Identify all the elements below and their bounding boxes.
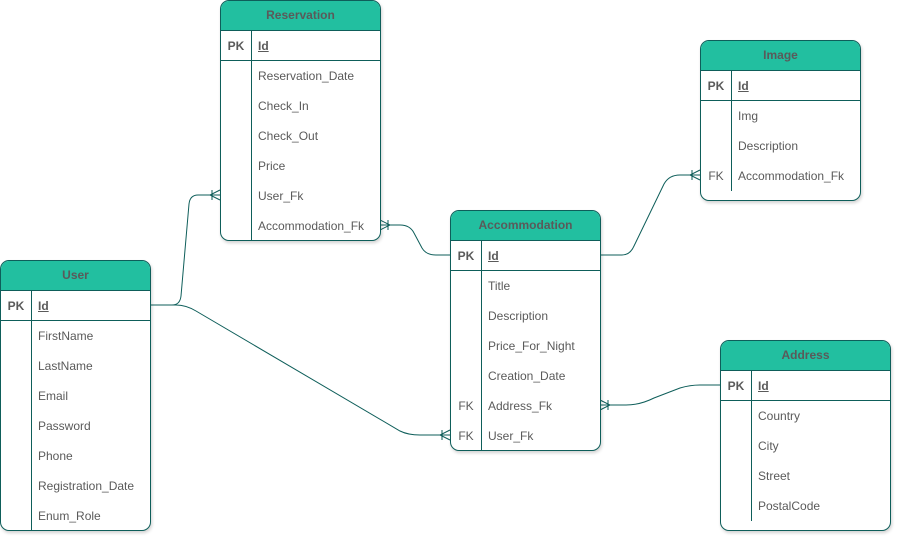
field-row[interactable]: Email: [1, 381, 150, 411]
field-name: Price: [258, 159, 286, 173]
field-row[interactable]: Price_For_Night: [451, 331, 600, 361]
primary-key-row[interactable]: PK Id: [221, 31, 380, 61]
field-row[interactable]: Price: [221, 151, 380, 181]
field-name: Creation_Date: [488, 369, 566, 383]
field-row[interactable]: Phone: [1, 441, 150, 471]
primary-key-row[interactable]: PK Id: [451, 241, 600, 271]
field-name: Check_In: [258, 99, 309, 113]
key-type-label: PK: [707, 79, 725, 93]
field-name: User_Fk: [258, 189, 304, 203]
field-row[interactable]: FK Accommodation_Fk: [701, 161, 860, 191]
connector-accommodation-address: [600, 384, 720, 406]
field-name: Title: [488, 279, 511, 293]
entity-title-image: Image: [701, 41, 860, 71]
crowfoot-many-accommodation-address: [599, 399, 612, 411]
field-name: Check_Out: [258, 129, 319, 143]
field-name: Id: [38, 299, 49, 313]
field-name: Id: [758, 379, 769, 393]
field-name: Description: [738, 139, 799, 153]
entity-title-reservation: Reservation: [221, 1, 380, 31]
field-row[interactable]: FirstName: [1, 321, 150, 351]
field-name: Description: [488, 309, 549, 323]
field-name: Img: [738, 109, 759, 123]
crowfoot-many-reservation-accommodation: [379, 219, 392, 231]
entity-title-user: User: [1, 261, 150, 291]
field-row[interactable]: Accommodation_Fk: [221, 211, 380, 240]
connector-user-reservation: [150, 194, 220, 306]
connector-accommodation-image: [600, 174, 700, 256]
primary-key-row[interactable]: PK Id: [721, 371, 890, 401]
field-row[interactable]: Title: [451, 271, 600, 301]
field-name: Enum_Role: [38, 509, 101, 523]
field-name: Id: [488, 249, 499, 263]
crowfoot-many-image-accommodation: [688, 169, 701, 181]
field-row[interactable]: User_Fk: [221, 181, 380, 211]
field-name: Password: [38, 419, 91, 433]
field-row[interactable]: Img: [701, 101, 860, 131]
field-name: Price_For_Night: [488, 339, 575, 353]
key-type-label: PK: [727, 379, 745, 393]
field-name: Country: [758, 409, 801, 423]
entity-title-address: Address: [721, 341, 890, 371]
crowfoot-many-reservation-user: [208, 189, 221, 201]
field-row[interactable]: LastName: [1, 351, 150, 381]
field-row[interactable]: City: [721, 431, 890, 461]
field-name: PostalCode: [758, 499, 821, 513]
primary-key-row[interactable]: PK Id: [701, 71, 860, 101]
field-name: City: [758, 439, 779, 453]
field-row[interactable]: Country: [721, 401, 890, 431]
key-type-label: FK: [458, 429, 474, 443]
entity-title-accommodation: Accommodation: [451, 211, 600, 241]
key-type-label: FK: [458, 399, 474, 413]
primary-key-row[interactable]: PK Id: [1, 291, 150, 321]
field-row[interactable]: Street: [721, 461, 890, 491]
field-name: Reservation_Date: [258, 69, 355, 83]
field-row[interactable]: Reservation_Date: [221, 61, 380, 91]
crowfoot-many-accommodation-user: [438, 429, 451, 441]
field-name: User_Fk: [488, 429, 534, 443]
connector-reservation-accommodation: [380, 224, 450, 256]
field-name: Email: [38, 389, 69, 403]
connector-user-accommodation: [150, 304, 450, 436]
field-row[interactable]: Password: [1, 411, 150, 441]
field-row[interactable]: Check_In: [221, 91, 380, 121]
field-row[interactable]: Description: [701, 131, 860, 161]
field-row[interactable]: PostalCode: [721, 491, 890, 521]
key-type-label: PK: [227, 39, 245, 53]
field-row[interactable]: FK User_Fk: [451, 421, 600, 450]
field-name: Id: [258, 39, 269, 53]
field-name: Street: [758, 469, 791, 483]
field-row[interactable]: Description: [451, 301, 600, 331]
field-name: Accommodation_Fk: [738, 169, 845, 183]
field-name: FirstName: [38, 329, 94, 343]
field-row[interactable]: Registration_Date: [1, 471, 150, 501]
field-name: Registration_Date: [38, 479, 135, 493]
key-type-label: FK: [708, 169, 724, 183]
field-name: Id: [738, 79, 749, 93]
key-type-label: PK: [7, 299, 25, 313]
field-row[interactable]: Creation_Date: [451, 361, 600, 391]
field-name: Address_Fk: [488, 399, 553, 413]
field-row[interactable]: Check_Out: [221, 121, 380, 151]
field-name: Accommodation_Fk: [258, 219, 365, 233]
key-type-label: PK: [457, 249, 475, 263]
field-name: LastName: [38, 359, 93, 373]
field-row[interactable]: Enum_Role: [1, 501, 150, 530]
field-row[interactable]: FK Address_Fk: [451, 391, 600, 421]
field-name: Phone: [38, 449, 73, 463]
